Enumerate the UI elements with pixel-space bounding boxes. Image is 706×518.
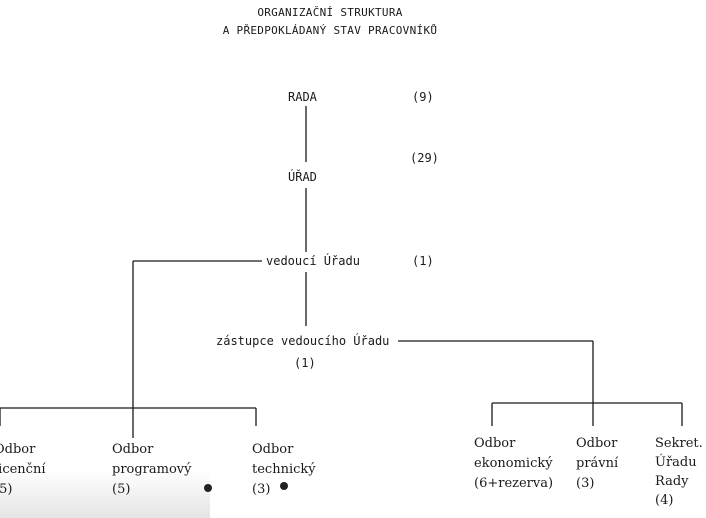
- dept-sekretariat-line-1: Sekret.: [655, 436, 703, 451]
- count-vedouci: (1): [412, 254, 434, 268]
- dept-technicky-line-1: Odbor: [252, 442, 294, 457]
- scan-shadow: [0, 470, 210, 518]
- dept-technicky-line-3: (3): [252, 482, 271, 497]
- dept-licencni: Odbor licenční (5): [0, 440, 45, 500]
- count-zastupce: (1): [294, 356, 316, 370]
- node-zastupce: zástupce vedoucího Úřadu: [216, 334, 390, 348]
- node-rada: RADA: [288, 90, 317, 104]
- dept-pravni-line-1: Odbor: [576, 436, 618, 451]
- count-urad: (29): [410, 151, 439, 165]
- dept-licencni-line-2: licenční: [0, 462, 46, 477]
- node-vedouci: vedoucí Úřadu: [266, 254, 360, 268]
- title-line-1: ORGANIZAČNÍ STRUKTURA: [257, 6, 403, 19]
- dept-programovy-line-2: programový: [112, 462, 192, 477]
- dept-sekretariat-line-4: (4): [655, 493, 674, 508]
- dept-ekonomicky: Odbor ekonomický (6+rezerva): [474, 434, 553, 494]
- ink-smudge: [280, 482, 288, 490]
- dept-pravni-line-3: (3): [576, 476, 595, 491]
- title-line-2: A PŘEDPOKLÁDANÝ STAV PRACOVNÍKŮ: [222, 24, 438, 37]
- dept-pravni-line-2: právní: [576, 456, 619, 471]
- dept-programovy: Odbor programový (5): [112, 440, 192, 500]
- dept-programovy-line-1: Odbor: [112, 442, 154, 457]
- dept-licencni-line-3: (5): [0, 482, 13, 497]
- dept-sekretariat-line-3: Rady: [655, 474, 689, 489]
- count-rada: (9): [412, 90, 434, 104]
- dept-ekonomicky-line-2: ekonomický: [474, 456, 553, 471]
- dept-sekretariat-line-2: Úřadu: [655, 455, 697, 470]
- dept-technicky-line-2: technický: [252, 462, 316, 477]
- dept-ekonomicky-line-1: Odbor: [474, 436, 516, 451]
- dept-sekretariat: Sekret. Úřadu Rady (4): [655, 434, 703, 510]
- dept-technicky: Odbor technický (3): [252, 440, 316, 500]
- dept-ekonomicky-line-3: (6+rezerva): [474, 476, 554, 491]
- node-urad: ÚŘAD: [288, 170, 317, 184]
- dept-programovy-line-3: (5): [112, 482, 131, 497]
- dept-pravni: Odbor právní (3): [576, 434, 618, 494]
- dept-licencni-line-1: Odbor: [0, 442, 36, 457]
- ink-smudge: [204, 484, 212, 492]
